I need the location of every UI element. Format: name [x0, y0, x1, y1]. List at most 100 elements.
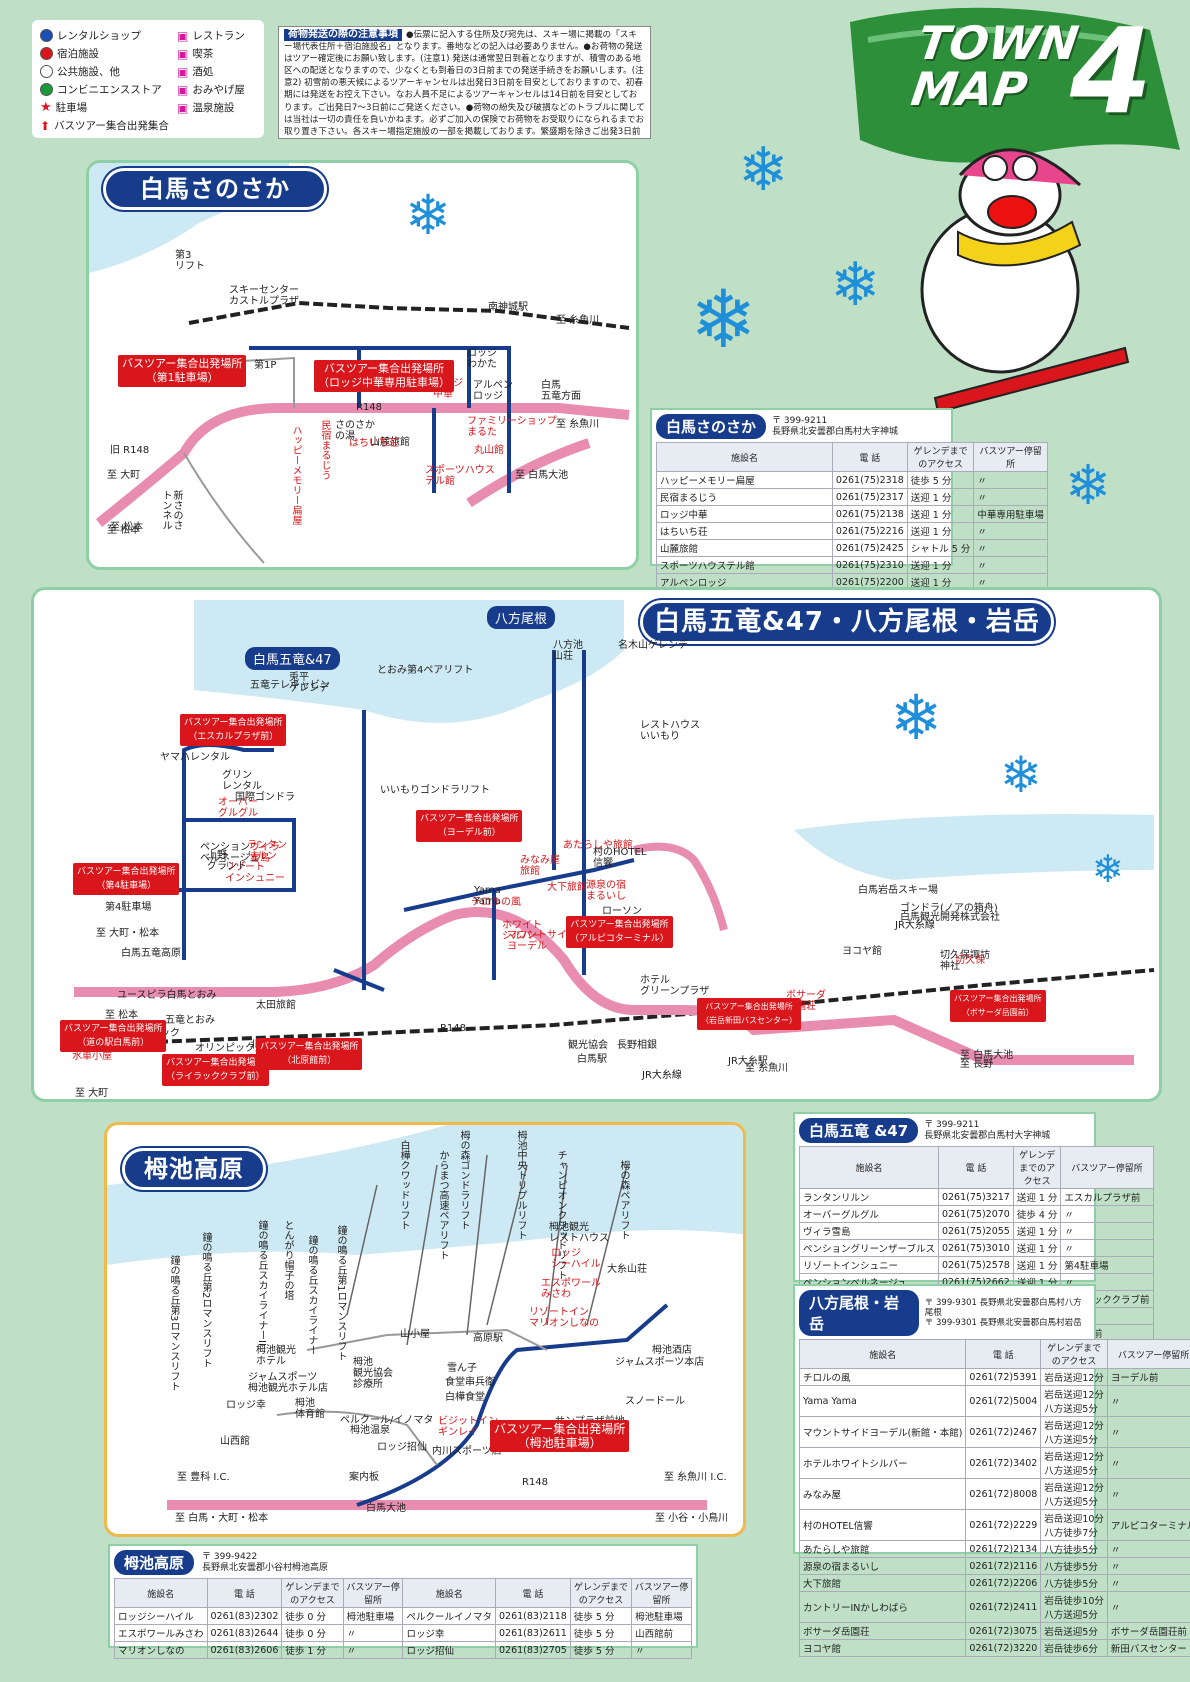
goryu-map-graphic: [73, 600, 1155, 1065]
goryu-label: 至 長野: [960, 1059, 994, 1070]
red-arrow-icon: ⬆: [40, 118, 51, 133]
table-cell: 〃: [1060, 1222, 1154, 1240]
goryu-zip: 〒 399-9211: [924, 1119, 980, 1130]
table-cell: あたらしや旅館: [798, 1540, 967, 1558]
table-cell: 徒歩 5 分: [569, 1624, 633, 1642]
tsugaike-label: 栂の森ゴンドラリフト: [458, 1130, 469, 1230]
sanosaka-label: 至 糸魚川: [556, 419, 600, 430]
goryu-label: JR大糸線: [895, 920, 935, 931]
table-cell: ランタンリルン: [799, 1188, 939, 1206]
table-cell: 0261(75)2578: [937, 1256, 1014, 1274]
tsugaike-label: チャンピオンクワッドリフト: [555, 1150, 566, 1280]
tsugaike-address: 長野県北安曇郡小谷村栂池高原: [202, 1562, 329, 1573]
table-cell: 新田バスセンター: [1106, 1639, 1190, 1657]
tsugaike-zip: 〒 399-9422: [202, 1551, 258, 1562]
snowflake-icon: ❄: [690, 273, 758, 366]
table-cell: 〃: [342, 1624, 404, 1642]
table-cell: 〃: [1060, 1239, 1154, 1257]
map-number: 4: [1070, 2, 1153, 140]
sanosaka-label: 至 白馬大池: [515, 470, 569, 481]
sanosaka-label: 至 大町: [107, 470, 141, 481]
table-cell: 〃: [1106, 1557, 1190, 1575]
table-cell: エスカルプラザ前: [1060, 1188, 1154, 1206]
goryu-bus-meeting-point: バスツアー集合出発場所 （第4駐車場）: [73, 863, 180, 895]
tsugaike-label: 至 小谷・小鳥川: [655, 1513, 729, 1524]
goryu-bus-meeting-point: バスツアー集合出発場所 （北原館前）: [256, 1038, 363, 1070]
goryu-label: リゾート インシュニー: [225, 862, 285, 884]
goryu-label: R148: [440, 1023, 467, 1034]
table-cell: 八方徒歩5分: [1040, 1557, 1108, 1575]
snowflake-icon: ❄: [1065, 453, 1112, 517]
goryu-label: 兎平 ゲレンデ: [289, 672, 329, 694]
table-cell: 〃: [342, 1641, 404, 1659]
goryu-label: 八方池 山荘: [553, 640, 583, 662]
goryu-label: ヤマハレンタル: [160, 752, 230, 763]
goryu-label: ゴンドラ(ノアの箱舟): [900, 903, 998, 914]
legend-item: ▣おみやげ屋: [177, 82, 245, 97]
goryu-label: オーバー グルグル: [218, 797, 258, 819]
tsugaike-label: 栂池温泉: [350, 1425, 390, 1436]
table-header: バスツアー停留所: [973, 442, 1048, 472]
sanosaka-bus-meeting-point: バスツアー集合出発場所 （第1駐車場）: [118, 355, 247, 387]
tsugaike-label: エスポワール みさわ: [541, 1278, 601, 1300]
tsugaike-label: 鐘の鳴る丘第1ロマンスリフト: [335, 1225, 346, 1362]
table-cell: 岩岳送迎12分 八方送迎5分: [1040, 1478, 1108, 1510]
goryu-label: オリンピック道路: [195, 1043, 275, 1054]
goryu-label: 至 大町: [75, 1088, 109, 1099]
table-cell: 八方徒歩5分: [1040, 1540, 1108, 1558]
happo-address-1: 長野県北安曇郡白馬村八方尾根: [924, 1298, 1082, 1318]
goryu-label: 切久保諏訪 神社: [940, 950, 990, 972]
table-cell: ロッジ招仙: [402, 1641, 496, 1659]
table-cell: 送迎 1 分: [906, 522, 975, 540]
table-cell: 0261(72)5391: [965, 1368, 1042, 1386]
table-cell: 0261(83)2611: [495, 1624, 571, 1642]
goryu-label: 観光協会: [568, 1040, 608, 1051]
sanosaka-title: 白馬さのさか: [103, 168, 327, 210]
tsugaike-label: 白樺食堂: [445, 1392, 485, 1403]
table-cell: カントリーINかしわばら: [798, 1591, 967, 1623]
tsugaike-map-graphic: [107, 1125, 743, 1510]
table-cell: 〃: [1106, 1574, 1190, 1592]
tsugaike-bus-meeting-point: バスツアー集合出発場所 （栂池駐車場）: [490, 1420, 630, 1452]
tsugaike-label: ジャムスポーツ 栂池観光ホテル店: [248, 1372, 328, 1394]
table-cell: 源泉の宿まるいし: [798, 1557, 967, 1575]
legend-item: ▣温泉施設: [177, 100, 234, 115]
table-cell: 岩岳徒歩6分: [1040, 1639, 1108, 1657]
goryu-label: 国際ゴンドラ: [235, 792, 295, 803]
table-cell: ペンショングリーンザーブルス: [799, 1239, 939, 1257]
table-cell: エスポワールみさわ: [114, 1624, 208, 1642]
sanosaka-label: 新さのさ トンネル: [160, 490, 182, 530]
table-cell: 0261(83)2606: [206, 1641, 283, 1659]
table-header: 施設名: [799, 1146, 939, 1189]
goryu-label: ヴィラ 雪島: [250, 842, 280, 864]
table-cell: 0261(72)8008: [965, 1478, 1042, 1510]
goryu-label: 五竜テレキャビン: [250, 680, 330, 691]
tsugaike-label: 栂池中央トリプルリフト: [515, 1130, 526, 1240]
table-cell: 中華専用駐車場: [973, 505, 1048, 523]
table-cell: 0261(72)2134: [965, 1540, 1042, 1558]
goryu-label: 長野相銀: [617, 1040, 657, 1051]
tsugaike-map-panel: [104, 1122, 746, 1537]
sanosaka-label: 丸山館: [474, 445, 504, 456]
table-header: 電 話: [495, 1578, 571, 1608]
bar-icon: ▣: [177, 64, 189, 79]
table-cell: はちいち荘: [656, 522, 833, 540]
sanosaka-label: スキーセンター カストルプラザ: [229, 285, 299, 307]
goryu-title: 白馬五竜&47・八方尾根・岩岳: [640, 600, 1054, 644]
town-word: TOWN: [914, 16, 1082, 70]
table-cell: 第4駐車場: [1060, 1256, 1154, 1274]
tsugaike-label: とんがり帽子の塔: [282, 1220, 293, 1300]
legend-item: コンビニエンスストア: [40, 82, 162, 97]
table-cell: 徒歩 0 分: [281, 1624, 344, 1642]
tsugaike-label: 至 白馬・大町・松本: [175, 1513, 269, 1524]
sanosaka-label: アルペン ロッジ: [473, 380, 513, 402]
legend-item-label: おみやげ屋: [192, 84, 245, 96]
table-cell: 0261(75)2318: [831, 471, 908, 489]
